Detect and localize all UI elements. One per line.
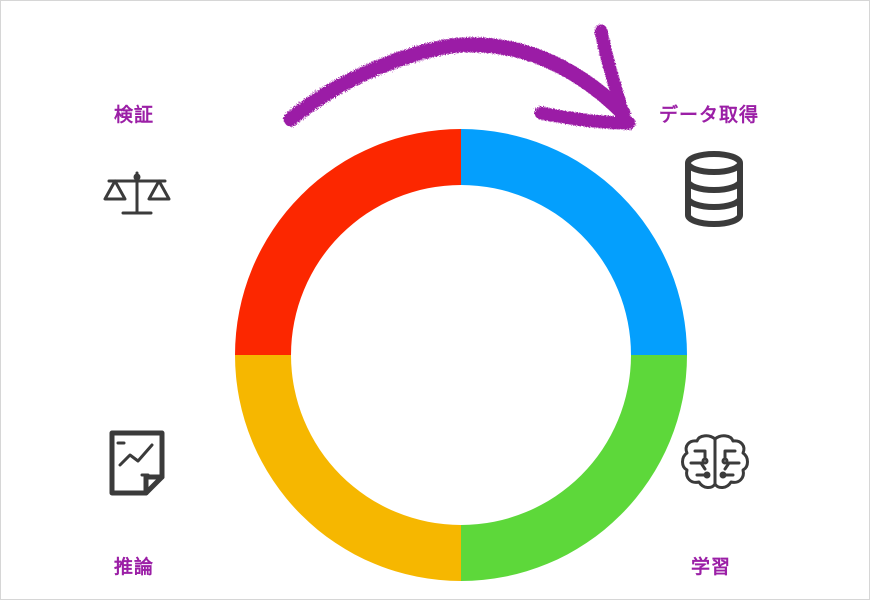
chart-document-icon [106, 429, 168, 497]
database-icon [683, 151, 745, 227]
segment-learning [461, 355, 687, 581]
segment-data-acquisition [461, 129, 687, 355]
stage-label-inference: 推論 [114, 556, 155, 578]
stage-label-learning: 学習 [691, 556, 732, 578]
balance-scale-icon [101, 169, 173, 219]
segment-validation [235, 129, 461, 355]
brain-icon [679, 433, 751, 491]
segment-inference [235, 355, 461, 581]
stage-label-validation: 検証 [114, 104, 155, 126]
stage-label-data-acquisition: データ取得 [659, 104, 760, 126]
